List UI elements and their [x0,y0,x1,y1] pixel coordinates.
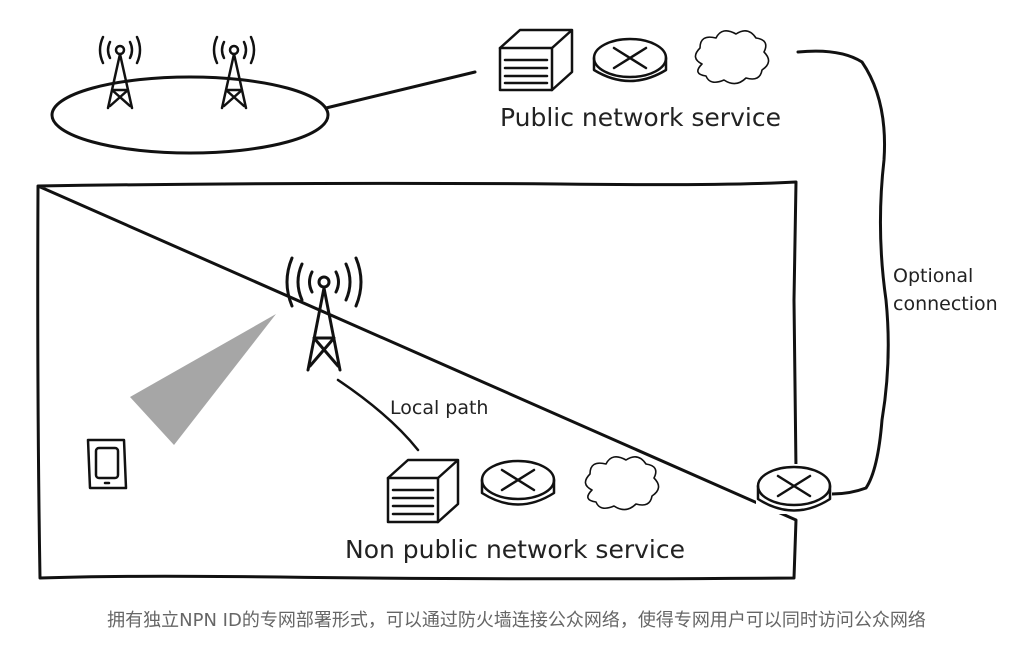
tower-icon [98,35,142,110]
private-network-box [36,180,798,581]
cloud-icon [584,456,660,511]
local-path-label: Local path [390,397,489,419]
public-coverage-ellipse [50,75,330,155]
local-path-line [336,378,420,452]
optional-connection-line [796,49,890,496]
server-icon [498,28,574,92]
network-diagram [36,28,890,581]
optional-connection-label: Optional connection [893,262,998,318]
router-icon [592,37,668,83]
radio-beam [130,314,276,445]
router-icon [480,459,556,506]
non-public-network-service-label: Non public network service [345,535,685,564]
optional-connection-line1: Optional [893,265,974,287]
firewall-router-icon [756,464,832,514]
tower-icon [285,256,363,372]
cloud-icon [694,30,770,85]
phone-icon [86,438,128,490]
public-network-service-label: Public network service [500,103,781,132]
figure-caption: 拥有独立NPN ID的专网部署形式，可以通过防火墙连接公众网络，使得专网用户可以… [107,610,926,631]
server-icon [386,458,460,524]
public-backhaul-line [324,70,477,110]
tower-icon [212,35,256,110]
optional-connection-line2: connection [893,293,998,315]
